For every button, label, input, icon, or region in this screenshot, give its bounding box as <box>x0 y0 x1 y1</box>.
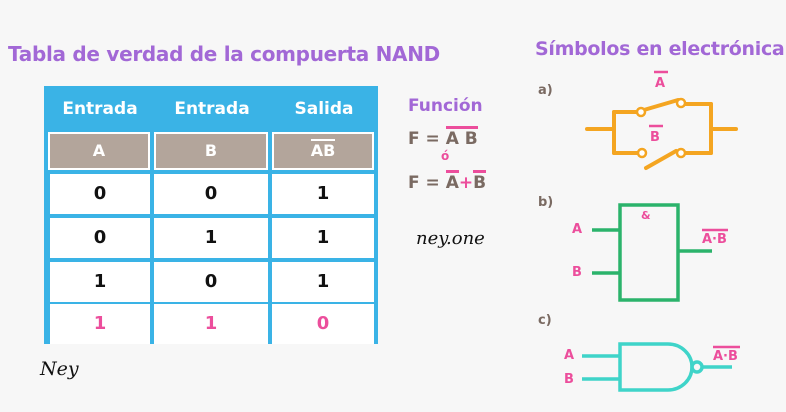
symbol-c-label: c) <box>538 313 552 328</box>
header-input-a: Entrada <box>62 99 138 119</box>
symbols-title: Símbolos en electrónica <box>535 38 785 60</box>
signature: Ney <box>40 358 79 380</box>
truth-table-title: Tabla de verdad de la compuerta NAND <box>8 42 440 66</box>
table-cell-highlight: 1 <box>50 304 150 344</box>
watermark: ney.one <box>416 228 485 249</box>
table-cell-highlight: 1 <box>154 304 268 344</box>
function-or: ó <box>441 149 450 163</box>
gate-c-input-b: B <box>564 372 574 387</box>
function-expr2-a: A <box>445 170 459 192</box>
gate-b-output: A·B <box>702 232 727 247</box>
function-expr-2: F = A+B <box>408 170 487 193</box>
gate-c-output: A·B <box>713 349 738 364</box>
gate-b-input-b: B <box>572 265 582 280</box>
gate-and-mark: & <box>641 209 651 222</box>
gate-c-input-a: A <box>564 348 575 363</box>
function-plus: + <box>458 173 474 193</box>
switch-a-label: A <box>655 76 666 91</box>
gate-b-input-a: A <box>572 222 583 237</box>
header-output: Salida <box>294 99 354 119</box>
table-cell: 1 <box>272 174 374 214</box>
table-cell: 1 <box>272 218 374 258</box>
table-cell: 1 <box>50 262 150 302</box>
function-f-label: F = <box>408 129 440 149</box>
table-cell: 1 <box>154 218 268 258</box>
table-cell: 0 <box>154 262 268 302</box>
symbol-b-label: b) <box>538 195 554 210</box>
table-cell: 0 <box>50 218 150 258</box>
table-cell-highlight: 0 <box>272 304 374 344</box>
switch-b-label: B <box>650 130 660 145</box>
function-f-label-2: F = <box>408 173 440 193</box>
function-expr-1: F = A B <box>408 126 478 149</box>
table-cell: 0 <box>154 174 268 214</box>
table-cell: 1 <box>272 262 374 302</box>
subheader-b: B <box>154 132 268 170</box>
truth-table: Entrada Entrada Salida A B AB 0 0 1 0 1 … <box>44 86 378 344</box>
function-expr1: A B <box>445 126 478 148</box>
table-cell: 0 <box>50 174 150 214</box>
subheader-a: A <box>48 132 150 170</box>
function-title: Función <box>408 96 483 116</box>
subheader-output: AB <box>272 132 374 170</box>
function-expr2-b: B <box>473 170 487 192</box>
symbol-a-label: a) <box>538 83 553 98</box>
header-input-b: Entrada <box>174 99 250 119</box>
